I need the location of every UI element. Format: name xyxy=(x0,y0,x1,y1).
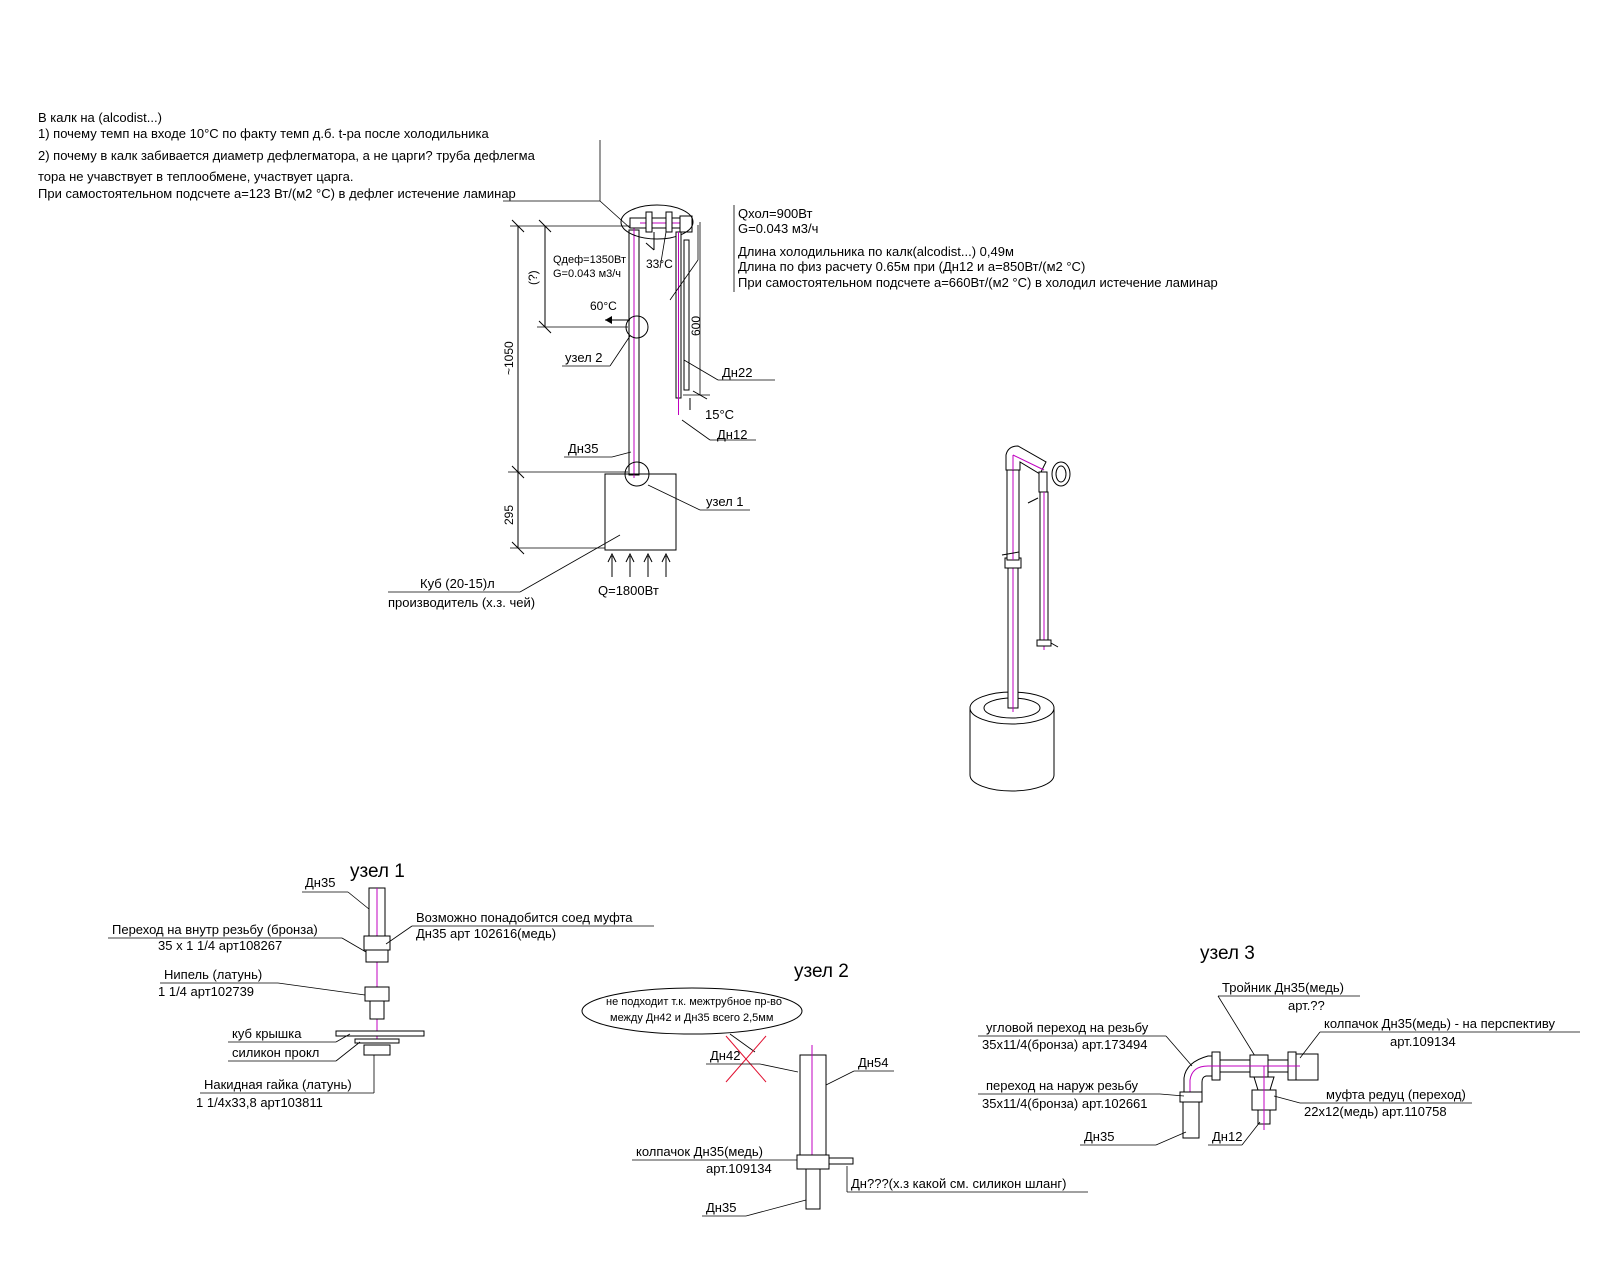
node2-note1: не подходит т.к. межтрубное пр-во xyxy=(606,996,782,1008)
node1-detail: узел 1 Дн35 Возможно понадобится соед му… xyxy=(108,861,654,1110)
dim-600: 600 xyxy=(689,316,703,336)
node3-reducer: муфта редуц (переход) xyxy=(1326,1087,1466,1102)
temp-15: 15°C xyxy=(705,407,734,422)
node2-dn54: Дн54 xyxy=(858,1055,888,1070)
note-line-3: 2) почему в калк забивается диаметр дефл… xyxy=(38,148,536,163)
dn12-label: Дн12 xyxy=(717,427,747,442)
node3-dn35: Дн35 xyxy=(1084,1129,1114,1144)
node1-title: узел 1 xyxy=(350,861,405,882)
node3-ext: переход на наруж резьбу xyxy=(986,1078,1138,1093)
temp-33: 33°C xyxy=(646,257,673,271)
node1-nipple-art: 1 1/4 арт102739 xyxy=(158,984,254,999)
cooler-len-calc: Длина холодильника по калк(alcodist...) … xyxy=(738,244,1014,259)
node3-title: узел 3 xyxy=(1200,943,1255,964)
cooler-self-calc: При самостоятельном подсчете a=660Вт/(м2… xyxy=(738,275,1218,290)
node1-coupling: Возможно понадобится соед муфта xyxy=(416,910,633,925)
qdef-label: Qдеф=1350Вт xyxy=(553,254,626,266)
node1-adapter: Переход на внутр резьбу (бронза) xyxy=(112,922,318,937)
column-scheme: ~1050 295 (?) Qдеф=1350Вт G=0.043 м3/ч 3… xyxy=(388,204,775,610)
node2-cap: колпачок Дн35(медь) xyxy=(636,1144,763,1159)
node2-title: узел 2 xyxy=(794,961,849,982)
cooler-notes: Qхол=900Вт G=0.043 м3/ч Длина холодильни… xyxy=(733,205,1218,292)
cooler-g: G=0.043 м3/ч xyxy=(738,221,818,236)
node2-detail: узел 2 не подходит т.к. межтрубное пр-во… xyxy=(581,961,1088,1217)
node2-dn35: Дн35 xyxy=(706,1200,736,1215)
dim-295: 295 xyxy=(502,505,516,525)
maker-label: производитель (х.з. чей) xyxy=(388,595,535,610)
iso-view xyxy=(969,445,1071,792)
node3-elbow-art: 35x11/4(бронза) арт.173494 xyxy=(982,1037,1148,1052)
node3-cap-art: арт.109134 xyxy=(1390,1034,1456,1049)
node1-label: узел 1 xyxy=(706,494,744,509)
note-line-4: тора не учавствует в теплообмене, участв… xyxy=(38,169,353,184)
cube-label: Куб (20-15)л xyxy=(420,576,495,591)
node1-nut-art: 1 1/4х33,8 арт103811 xyxy=(196,1095,323,1110)
node1-lid: куб крышка xyxy=(232,1026,302,1041)
node2-note2: между Дн42 и Дн35 всего 2,5мм xyxy=(610,1012,773,1024)
note-line-2: 1) почему темп на входе 10°C по факту те… xyxy=(38,126,489,141)
node1-dn35: Дн35 xyxy=(305,875,335,890)
node3-tee-art: арт.?? xyxy=(1288,998,1325,1013)
node2-hose: Дн???(х.з какой см. силикон шланг) xyxy=(851,1176,1066,1191)
node1-adapter-art: 35 х 1 1/4 арт108267 xyxy=(158,938,282,953)
node3-detail: узел 3 Тройник Дн35(медь) арт.?? угловой… xyxy=(978,943,1580,1146)
note-line-5: При самостоятельном подсчете a=123 Вт/(м… xyxy=(38,186,516,201)
cooler-len-phys: Длина по физ расчету 0.65м при (Дн12 и a… xyxy=(738,259,1085,274)
heat-arrows xyxy=(607,552,671,577)
note-line-1: В калк на (alcodist...) xyxy=(38,110,162,125)
dim-unknown: (?) xyxy=(526,270,540,285)
dn35-label: Дн35 xyxy=(568,441,598,456)
dim-1050: ~1050 xyxy=(502,341,516,375)
dn22-label: Дн22 xyxy=(722,365,752,380)
node3-ext-art: 35x11/4(бронза) арт.102661 xyxy=(982,1096,1148,1111)
node2-label: узел 2 xyxy=(565,350,603,365)
calc-notes: В калк на (alcodist...) 1) почему темп н… xyxy=(38,110,631,229)
node3-dn12: Дн12 xyxy=(1212,1129,1242,1144)
heat-label: Q=1800Вт xyxy=(598,583,659,598)
node3-cap: колпачок Дн35(медь) - на перспективу xyxy=(1324,1016,1556,1031)
node1-coupling-art: Дн35 арт 102616(медь) xyxy=(416,926,556,941)
node3-tee: Тройник Дн35(медь) xyxy=(1222,980,1344,995)
node2-cap-art: арт.109134 xyxy=(706,1161,772,1176)
node3-elbow: угловой переход на резьбу xyxy=(986,1020,1149,1035)
node1-gasket: силикон прокл xyxy=(232,1045,319,1060)
temp-60: 60°C xyxy=(590,299,617,313)
node3-reducer-art: 22x12(медь) арт.110758 xyxy=(1304,1104,1447,1119)
node1-nut: Накидная гайка (латунь) xyxy=(204,1077,352,1092)
node2-dn42: Дн42 xyxy=(710,1048,740,1063)
cooler-q: Qхол=900Вт xyxy=(738,206,813,221)
node1-nipple: Нипель (латунь) xyxy=(164,967,262,982)
gdef-label: G=0.043 м3/ч xyxy=(553,268,621,280)
